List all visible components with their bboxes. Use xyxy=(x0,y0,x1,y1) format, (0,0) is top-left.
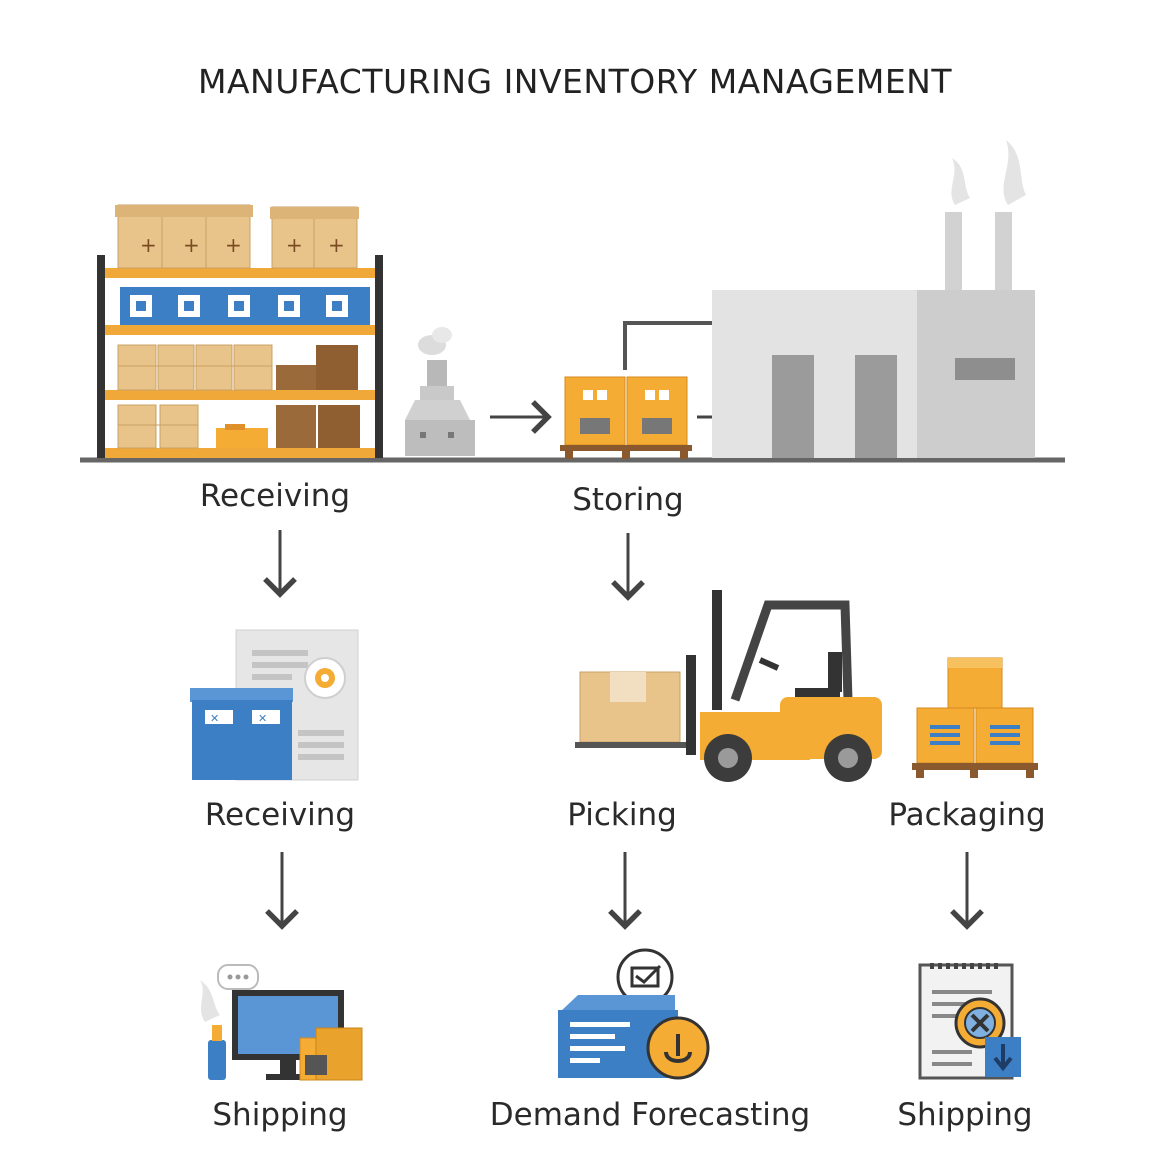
forecast-screen-icon xyxy=(558,948,710,1080)
step-label-picking: Picking xyxy=(567,797,677,833)
page-title: MANUFACTURING INVENTORY MANAGEMENT xyxy=(197,62,953,101)
svg-text:+: + xyxy=(328,233,345,257)
step-label-storing: Storing xyxy=(572,482,684,518)
machine-icon xyxy=(405,327,475,456)
computer-monitor-icon xyxy=(200,964,363,1081)
step-label-packaging: Packaging xyxy=(888,797,1046,833)
svg-text:+: + xyxy=(286,233,303,257)
factory-icon xyxy=(712,140,1035,458)
svg-text:✕: ✕ xyxy=(258,712,267,725)
svg-text:+: + xyxy=(225,233,242,257)
packaging-boxes-icon xyxy=(912,657,1038,778)
warehouse-shelf-icon: + + + + + xyxy=(97,204,383,458)
forklift-icon xyxy=(575,590,882,782)
step-label-receiving-top: Receiving xyxy=(199,478,351,514)
svg-text:+: + xyxy=(183,233,200,257)
step-label-demand-forecasting: Demand Forecasting xyxy=(489,1097,811,1133)
svg-text:+: + xyxy=(140,233,157,257)
step-label-receiving-mid: Receiving xyxy=(204,797,356,833)
svg-text:✕: ✕ xyxy=(210,712,219,725)
step-label-shipping-left: Shipping xyxy=(212,1097,348,1133)
clipboard-report-icon xyxy=(918,963,1021,1080)
server-cabinet-icon: ✕ ✕ xyxy=(190,629,359,781)
step-label-shipping-right: Shipping xyxy=(897,1097,1033,1133)
